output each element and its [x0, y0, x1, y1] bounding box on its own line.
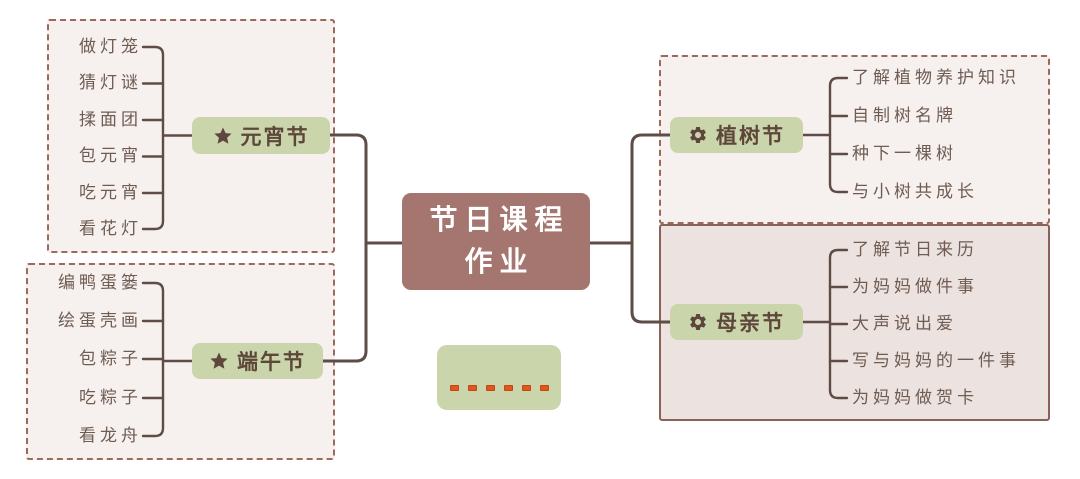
- gear-icon: [688, 125, 708, 145]
- ellipsis-dashes: [449, 384, 549, 391]
- topic-item[interactable]: 自制树名牌: [852, 106, 957, 125]
- branch-label: 元宵节: [240, 125, 310, 149]
- star-icon: [209, 351, 229, 371]
- topic-item[interactable]: 大声说出爱: [852, 314, 957, 333]
- topic-item[interactable]: 揉面团: [79, 110, 142, 129]
- topic-item[interactable]: 编鸭蛋篓: [58, 273, 142, 292]
- topic-item[interactable]: 为妈妈做贺卡: [852, 388, 978, 407]
- ellipsis-dash: [449, 384, 459, 391]
- branch-label: 母亲节: [716, 312, 785, 335]
- topic-item[interactable]: 吃粽子: [79, 388, 142, 407]
- ellipsis-dash: [503, 384, 513, 391]
- ellipsis-node[interactable]: [437, 345, 561, 410]
- ellipsis-dash: [467, 384, 477, 391]
- topic-item[interactable]: 写与妈妈的一件事: [852, 351, 1020, 370]
- ellipsis-dash: [485, 384, 495, 391]
- topic-item[interactable]: 做灯笼: [79, 37, 142, 56]
- topic-item[interactable]: 绘蛋壳画: [58, 311, 142, 330]
- ellipsis-dash: [521, 384, 531, 391]
- root-topic-line1: 节日课程: [429, 204, 570, 236]
- root-topic-line2: 作业: [464, 246, 535, 278]
- gear-icon: [688, 312, 708, 332]
- topic-item[interactable]: 了解节日来历: [852, 240, 978, 259]
- topic-item[interactable]: 看龙舟: [79, 426, 142, 445]
- topic-item[interactable]: 看花灯: [79, 219, 142, 238]
- root-topic[interactable]: 节日课程 作业: [402, 193, 590, 290]
- ellipsis-dash: [539, 384, 549, 391]
- branch-label: 端午节: [237, 351, 306, 374]
- branch-node-yuanxiao[interactable]: 元宵节: [192, 117, 330, 154]
- topic-item[interactable]: 包粽子: [79, 349, 142, 368]
- topic-item[interactable]: 包元宵: [79, 146, 142, 165]
- branch-node-duanwu[interactable]: 端午节: [192, 343, 323, 379]
- branch-node-muqin[interactable]: 母亲节: [670, 304, 803, 340]
- branch-label: 植树节: [716, 125, 785, 148]
- topic-item[interactable]: 为妈妈做件事: [852, 277, 978, 296]
- topic-item[interactable]: 吃元宵: [79, 183, 142, 202]
- star-icon: [213, 126, 233, 146]
- topic-item[interactable]: 猜灯谜: [79, 73, 142, 92]
- topic-item[interactable]: 与小树共成长: [852, 182, 978, 201]
- topic-item[interactable]: 种下一棵树: [852, 144, 957, 163]
- branch-node-zhishu[interactable]: 植树节: [670, 117, 803, 153]
- topic-item[interactable]: 了解植物养护知识: [852, 68, 1020, 87]
